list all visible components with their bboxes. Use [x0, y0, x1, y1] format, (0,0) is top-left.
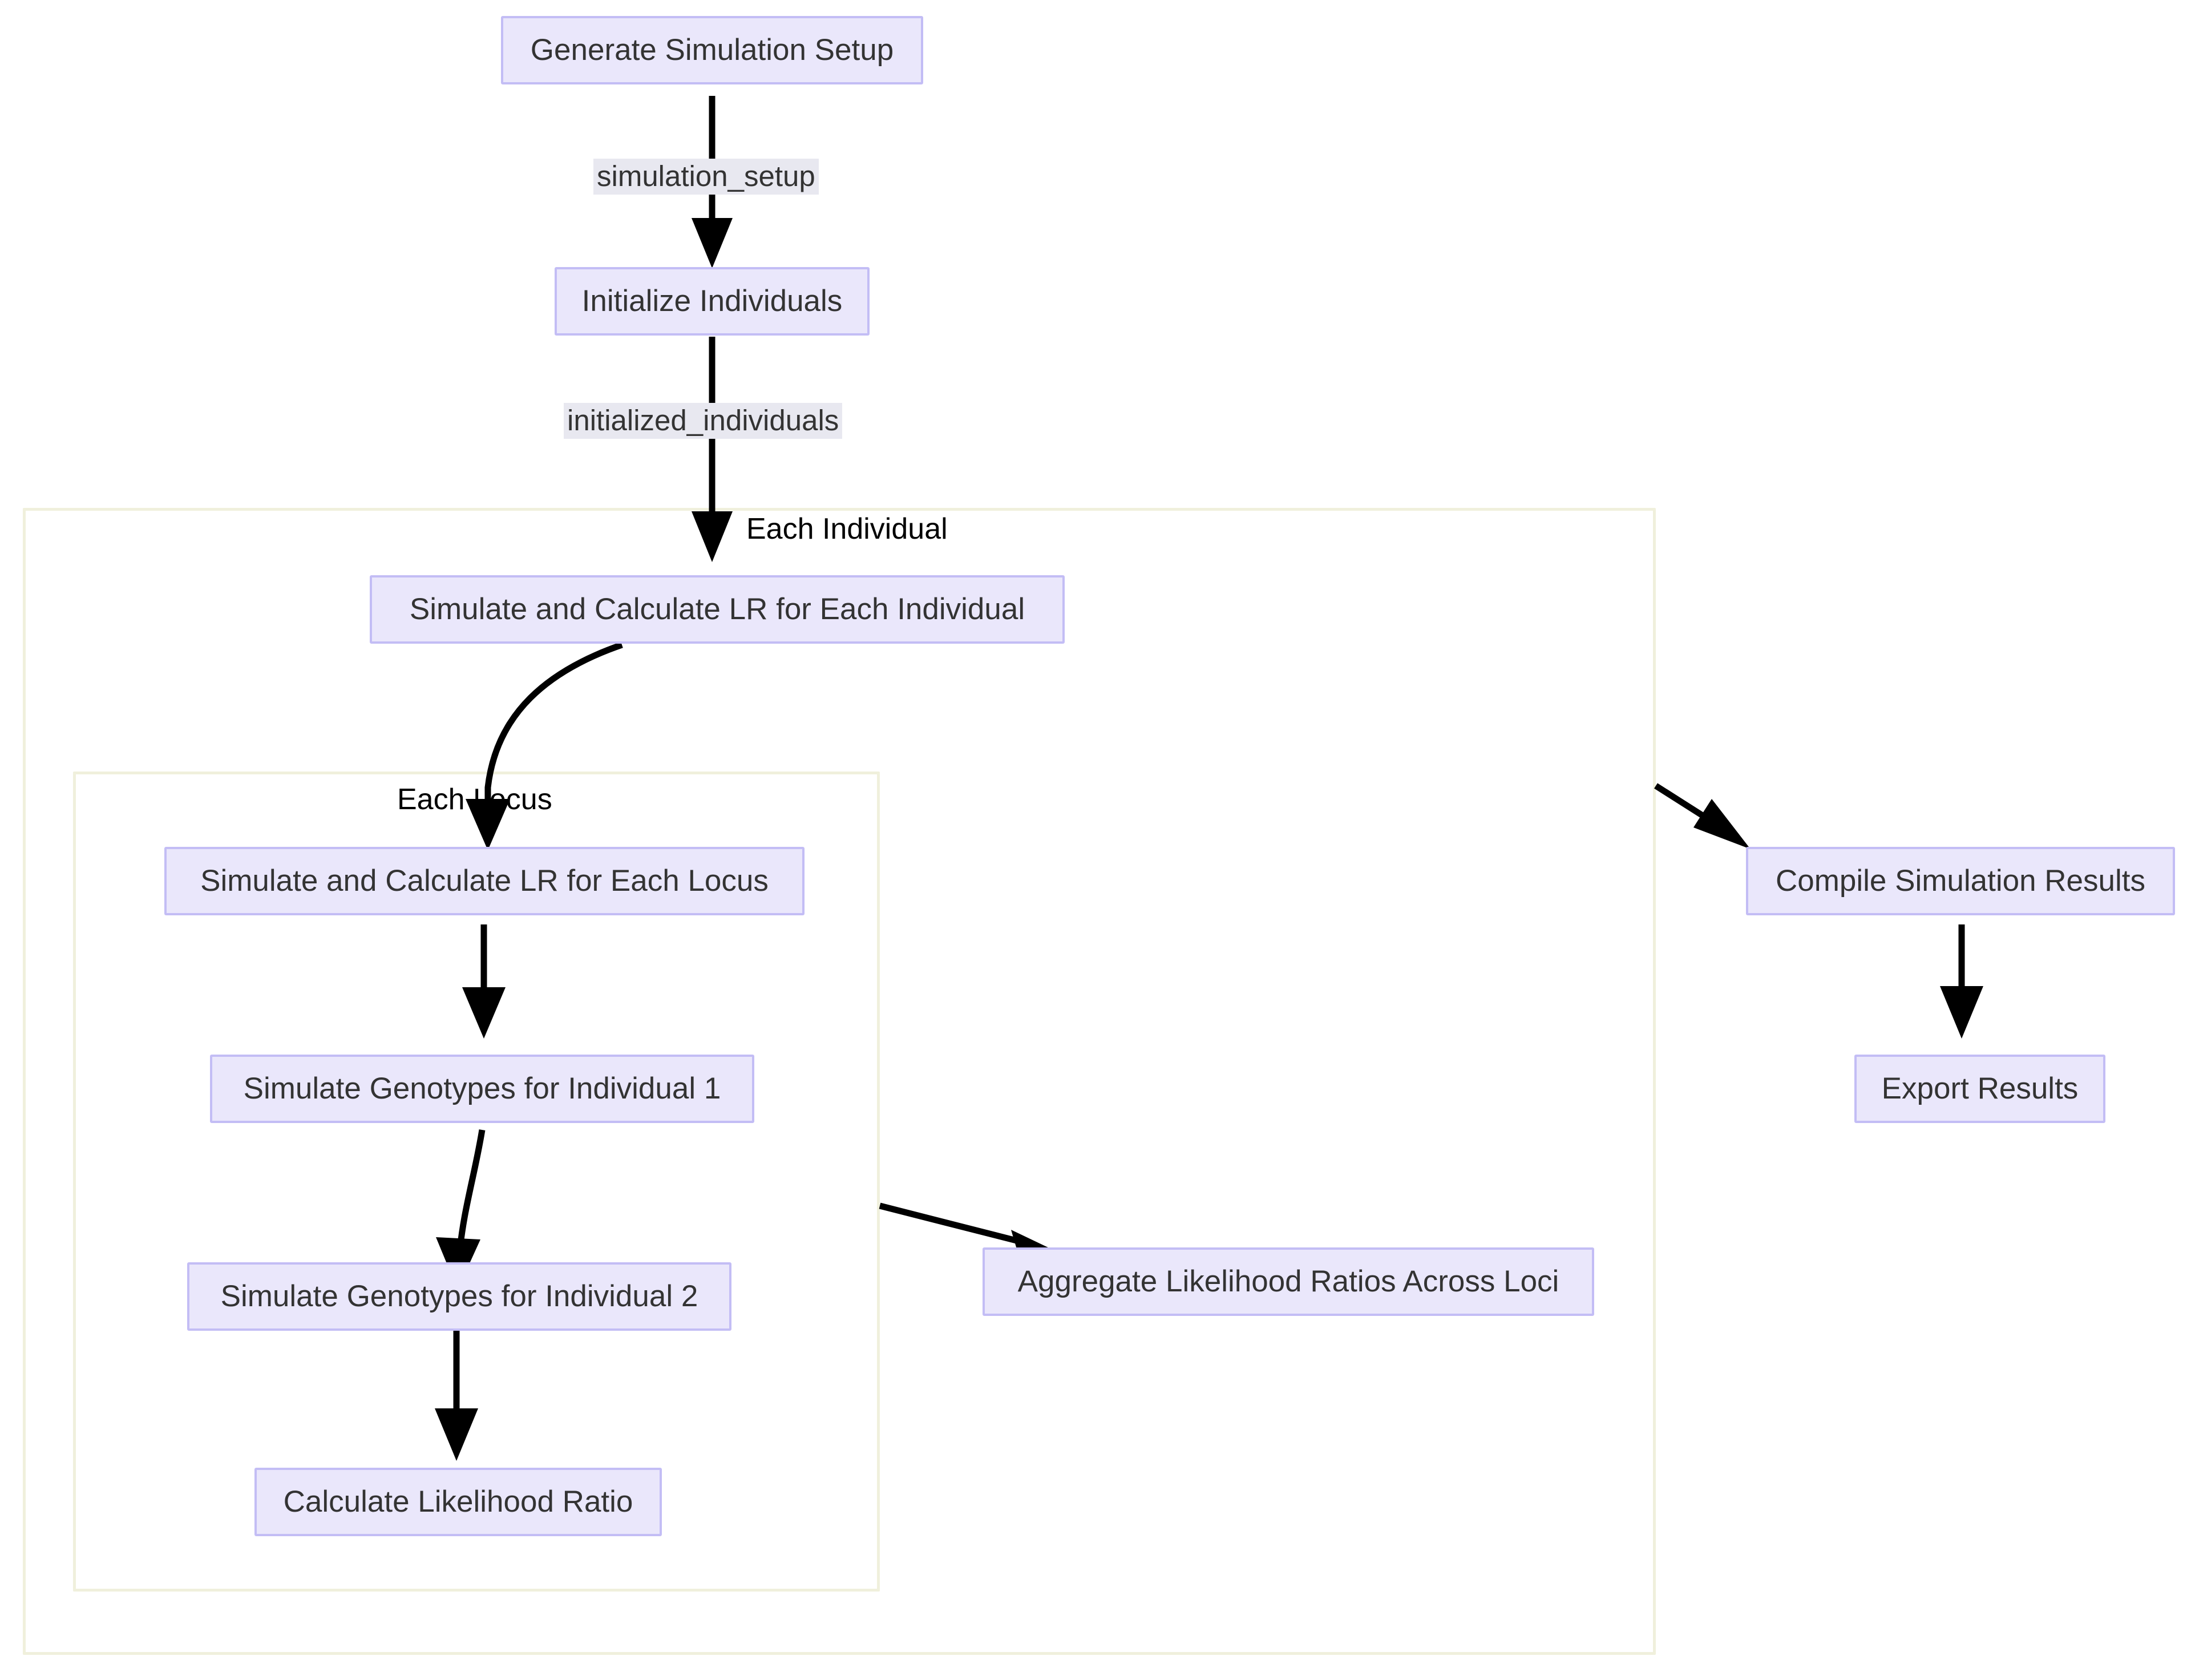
edge-label-initialized-individuals: initialized_individuals [564, 403, 843, 439]
subgraph-each-locus [73, 772, 880, 1592]
subgraph-each-individual [23, 508, 1656, 1655]
edge-individual-cluster-to-compile [1654, 783, 1751, 849]
node-simulate-lr-each-locus[interactable]: Simulate and Calculate LR for Each Locus [164, 847, 805, 915]
node-label: Simulate Genotypes for Individual 1 [243, 1071, 721, 1105]
cluster-label-each-locus: Each Locus [397, 783, 552, 817]
node-label: Simulate and Calculate LR for Each Locus [200, 863, 769, 898]
cluster-label-text: Each Individual [746, 512, 948, 546]
node-label: Generate Simulation Setup [530, 33, 894, 67]
node-label: Compile Simulation Results [1775, 863, 2146, 898]
edge-label-text: simulation_setup [597, 160, 815, 192]
node-calculate-likelihood-ratio[interactable]: Calculate Likelihood Ratio [254, 1468, 662, 1536]
node-compile-simulation-results[interactable]: Compile Simulation Results [1746, 847, 2175, 915]
node-label: Simulate Genotypes for Individual 2 [220, 1279, 698, 1313]
node-generate-simulation-setup[interactable]: Generate Simulation Setup [501, 16, 923, 84]
node-label: Export Results [1881, 1071, 2079, 1105]
node-label: Aggregate Likelihood Ratios Across Loci [1017, 1264, 1559, 1298]
edge-compile-to-export [1940, 924, 1983, 1039]
node-initialize-individuals[interactable]: Initialize Individuals [555, 267, 870, 336]
node-simulate-genotypes-individual-2[interactable]: Simulate Genotypes for Individual 2 [187, 1262, 731, 1331]
node-label: Simulate and Calculate LR for Each Indiv… [409, 592, 1025, 626]
cluster-label-text: Each Locus [397, 783, 552, 816]
node-label: Calculate Likelihood Ratio [283, 1484, 633, 1519]
node-aggregate-likelihood-ratios[interactable]: Aggregate Likelihood Ratios Across Loci [983, 1247, 1594, 1316]
node-export-results[interactable]: Export Results [1854, 1055, 2105, 1123]
node-simulate-genotypes-individual-1[interactable]: Simulate Genotypes for Individual 1 [210, 1055, 754, 1123]
cluster-label-each-individual: Each Individual [746, 512, 948, 547]
edge-label-simulation-setup: simulation_setup [593, 159, 819, 195]
node-label: Initialize Individuals [581, 284, 843, 318]
node-simulate-lr-each-individual[interactable]: Simulate and Calculate LR for Each Indiv… [370, 575, 1065, 644]
edge-label-text: initialized_individuals [567, 404, 839, 437]
